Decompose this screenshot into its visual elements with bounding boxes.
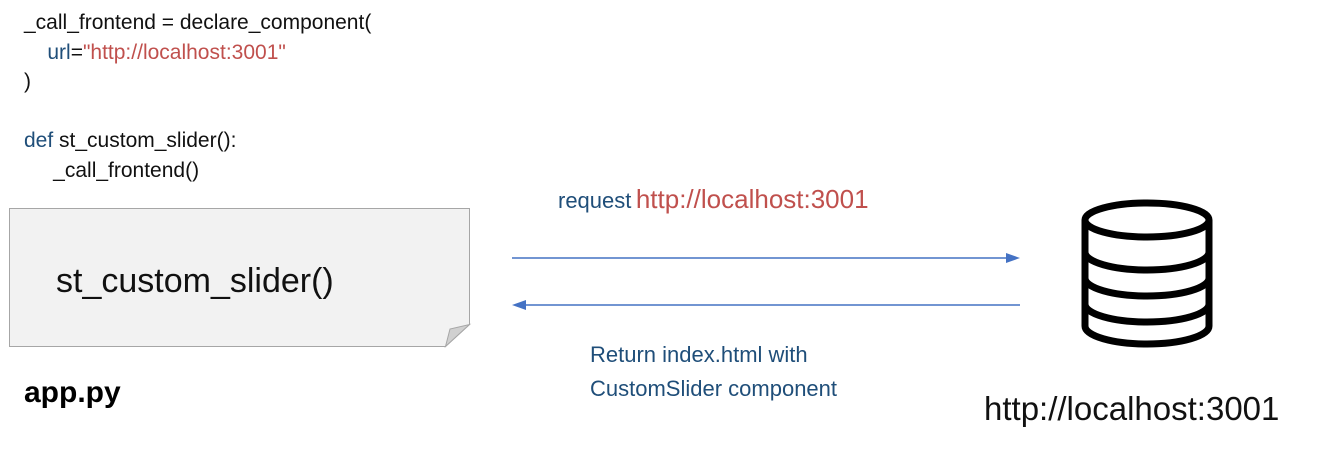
- code-line-def: def st_custom_slider():: [24, 126, 371, 156]
- code-line-close: ): [24, 67, 371, 97]
- response-arrow: [512, 300, 1020, 310]
- request-word: request: [558, 188, 632, 213]
- code-line-call: _call_frontend(): [24, 156, 371, 186]
- request-label: request http://localhost:3001: [558, 184, 869, 215]
- server-url-label: http://localhost:3001: [984, 390, 1280, 427]
- response-line-1: Return index.html with: [590, 342, 808, 367]
- response-label: Return index.html with CustomSlider comp…: [590, 338, 837, 406]
- note-label: st_custom_slider(): [56, 262, 334, 300]
- code-equals: =: [70, 40, 83, 64]
- app-file-label: app.py: [24, 376, 121, 409]
- code-line-declare: _call_frontend = declare_component(: [24, 8, 371, 38]
- folded-note-shape: [9, 208, 472, 349]
- code-text: ): [24, 70, 31, 93]
- code-text: _call_frontend = declare_component(: [24, 11, 372, 34]
- code-string-url: "http://localhost:3001": [82, 40, 286, 64]
- request-arrow: [512, 253, 1020, 263]
- response-line-2: CustomSlider component: [590, 376, 838, 401]
- code-text: st_custom_slider():: [53, 129, 237, 152]
- code-snippet: _call_frontend = declare_component( url=…: [24, 8, 371, 185]
- code-keyword-def: def: [24, 129, 54, 152]
- request-url: http://localhost:3001: [635, 184, 869, 214]
- code-line-url: url="http://localhost:3001": [24, 38, 371, 68]
- code-text: _call_frontend(): [24, 158, 200, 182]
- database-icon: [1081, 199, 1213, 348]
- code-keyword-url: url: [47, 40, 71, 64]
